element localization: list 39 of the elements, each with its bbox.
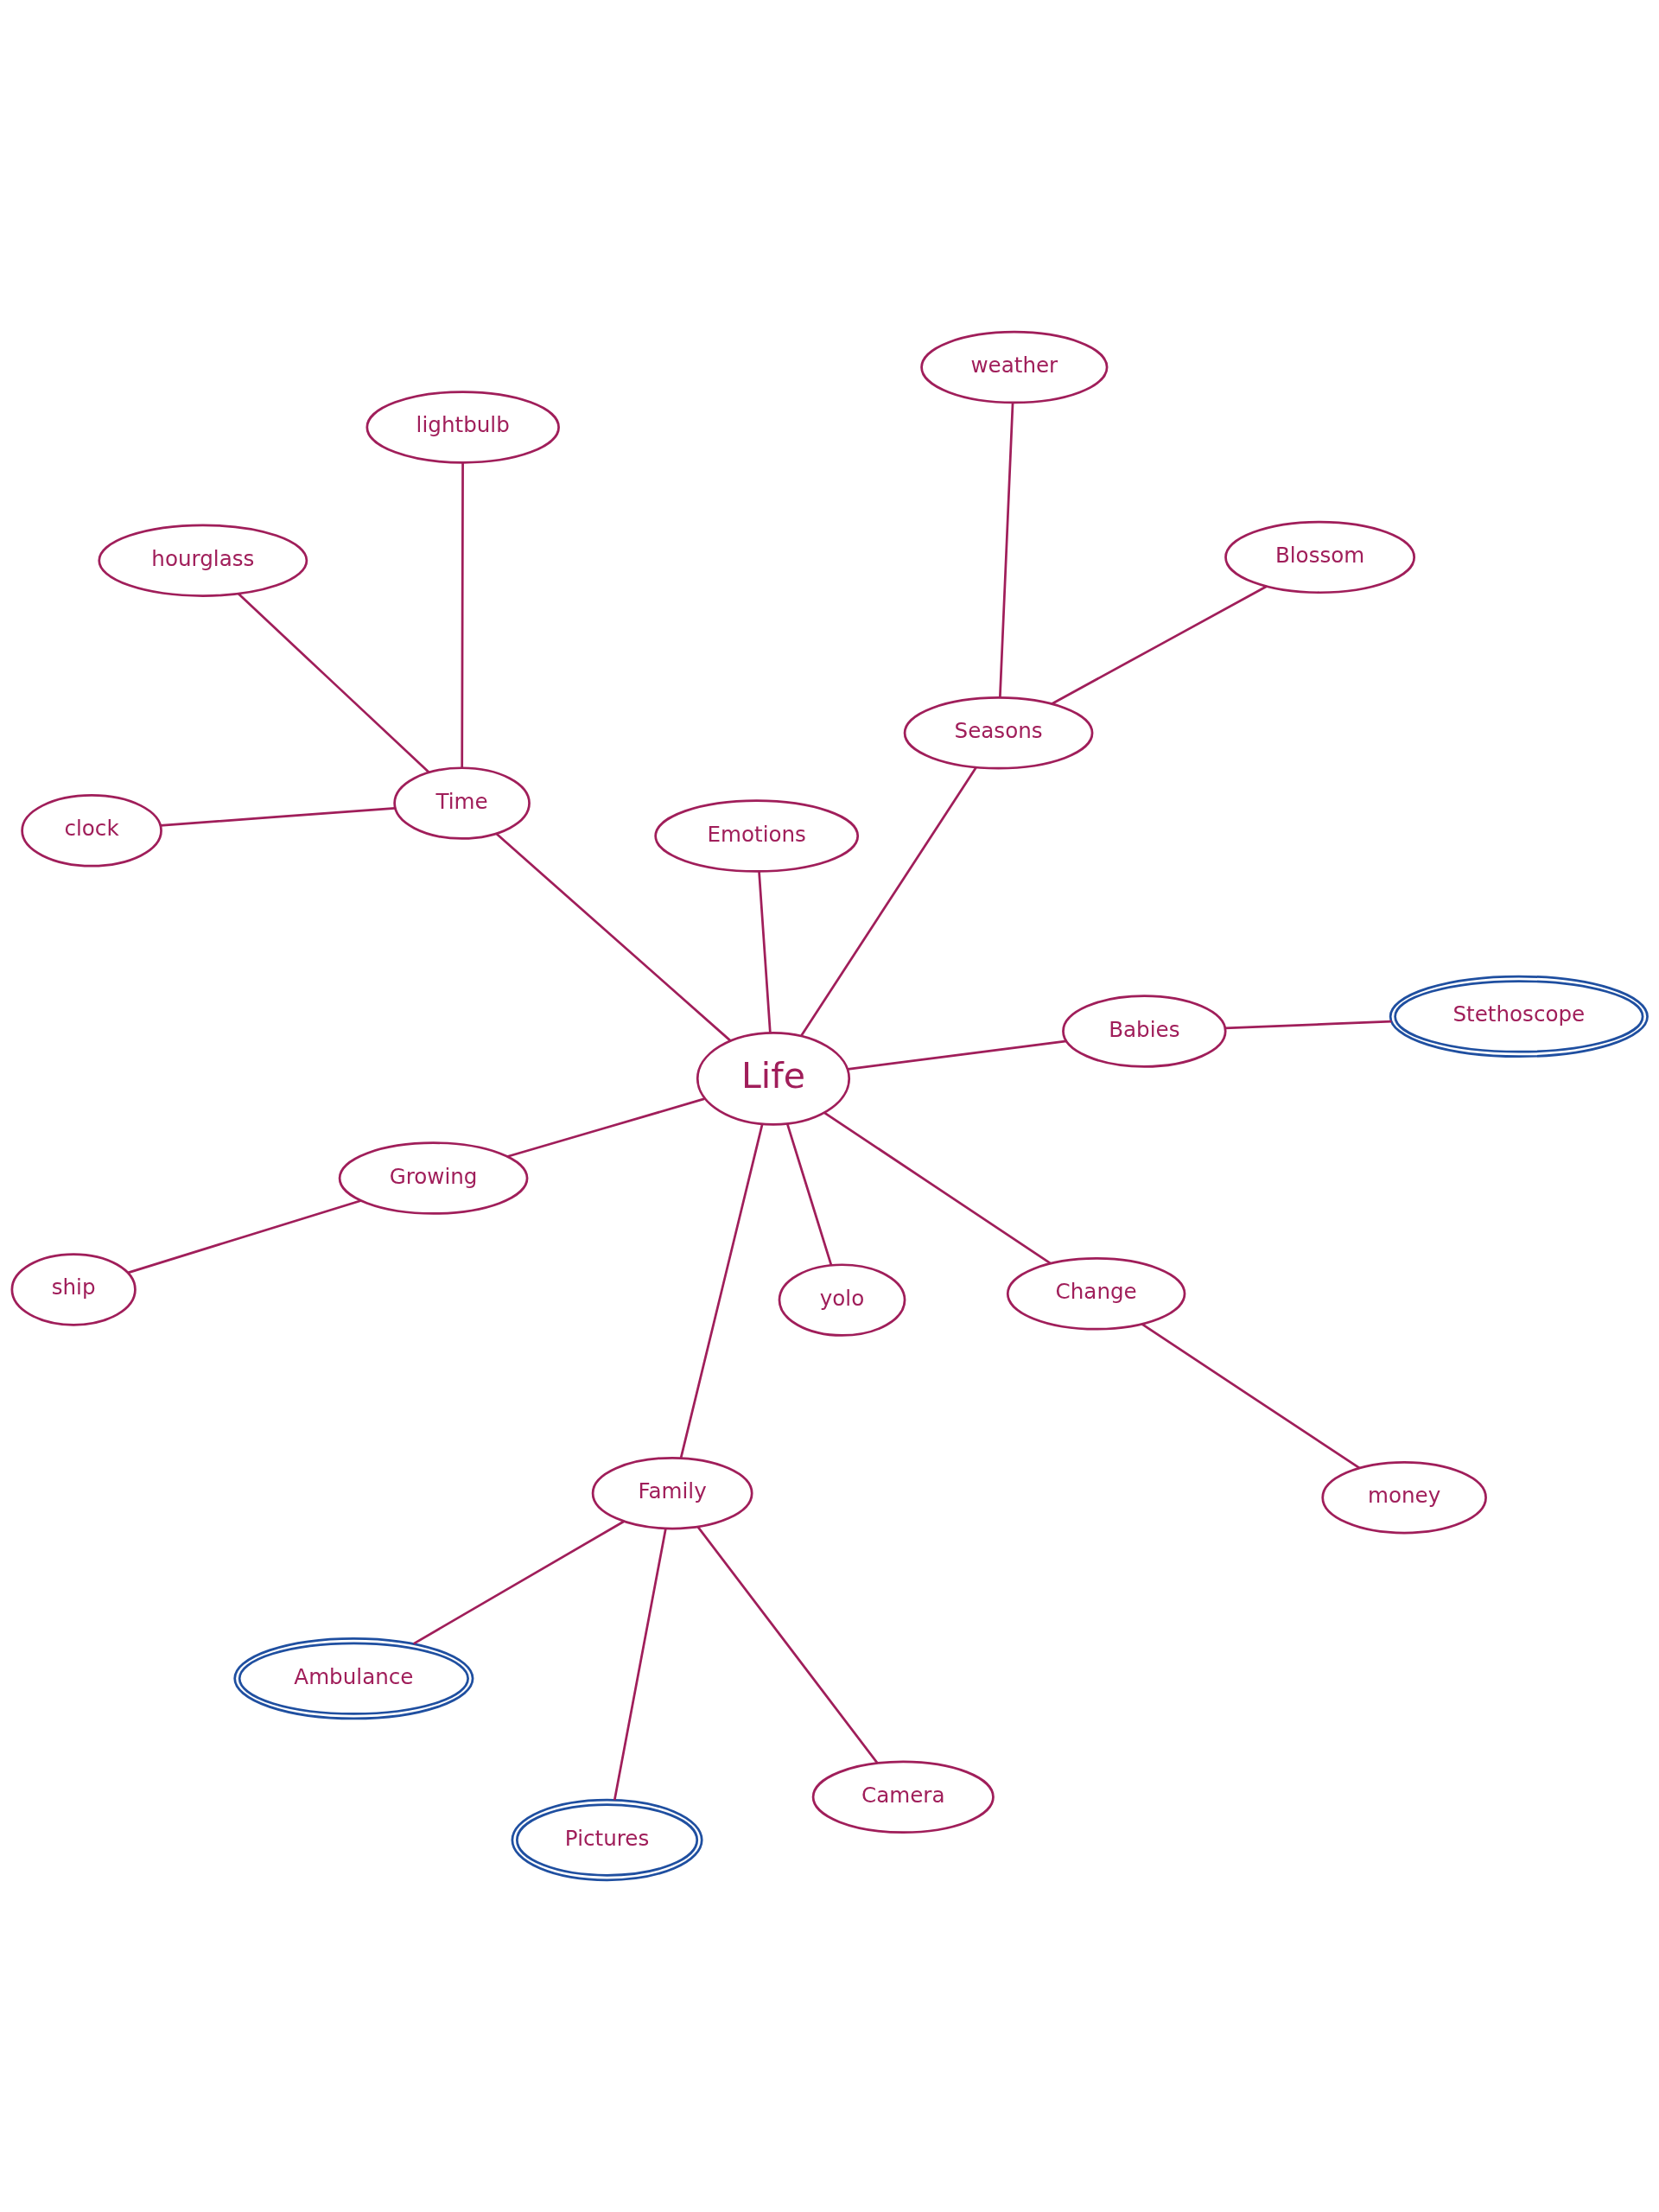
connector — [1141, 1323, 1361, 1470]
node-ellipse: clock — [21, 794, 162, 868]
node-ellipse: Emotions — [654, 799, 860, 873]
node-ellipse: Camera — [811, 1760, 995, 1834]
connector — [758, 871, 772, 1033]
node-ellipse: Pictures — [511, 1798, 703, 1882]
connector — [495, 832, 732, 1042]
node-ellipse: Stethoscope — [1389, 975, 1649, 1058]
node-ellipse: Blossom — [1224, 520, 1416, 594]
connector — [160, 806, 396, 827]
node-ellipse: Seasons — [903, 696, 1094, 770]
node-ellipse: ship — [10, 1253, 137, 1326]
node-ellipse: Family — [591, 1456, 753, 1530]
connector — [237, 593, 430, 774]
node-ellipse: weather — [920, 330, 1109, 404]
connector — [1224, 1020, 1392, 1030]
node-ellipse: Ambulance — [233, 1637, 474, 1720]
node-ellipse: hourglass — [98, 524, 308, 597]
connector — [696, 1526, 879, 1764]
connector — [413, 1520, 626, 1645]
node-ellipse: Babies — [1062, 995, 1227, 1068]
connector — [800, 766, 977, 1037]
connector — [461, 462, 464, 768]
node-ellipse: Growing — [338, 1141, 529, 1215]
node-ellipse: Change — [1006, 1257, 1186, 1331]
node-ellipse: Time — [393, 766, 531, 840]
connector — [998, 403, 1014, 698]
connector — [506, 1097, 705, 1158]
connector — [848, 1039, 1067, 1071]
connector — [1051, 585, 1268, 705]
node-ellipse: yolo — [778, 1263, 906, 1337]
connector — [128, 1199, 362, 1274]
connector — [613, 1528, 667, 1801]
node-ellipse: Life — [696, 1032, 851, 1126]
node-ellipse: lightbulb — [365, 391, 560, 464]
connector — [679, 1123, 764, 1459]
node-ellipse: money — [1321, 1461, 1487, 1535]
connector — [823, 1111, 1052, 1265]
connector — [785, 1123, 833, 1266]
